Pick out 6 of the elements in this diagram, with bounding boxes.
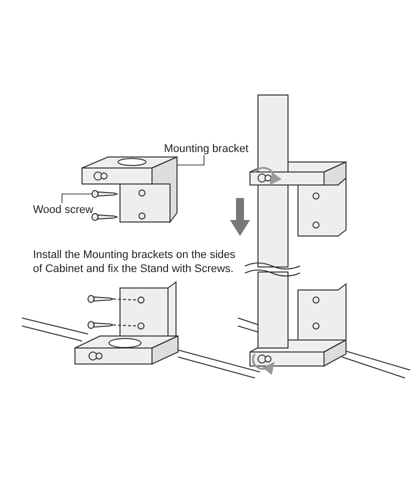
part-label: Wood screw [33, 203, 94, 217]
instruction-text: Install the Mounting brackets on the sides of Cabinet and fix the Stand with Screws. [33, 248, 236, 276]
screw-drawing [92, 190, 119, 198]
leader-line [176, 154, 204, 166]
part-label: Mounting bracket [164, 142, 248, 156]
leader-line [62, 194, 92, 204]
